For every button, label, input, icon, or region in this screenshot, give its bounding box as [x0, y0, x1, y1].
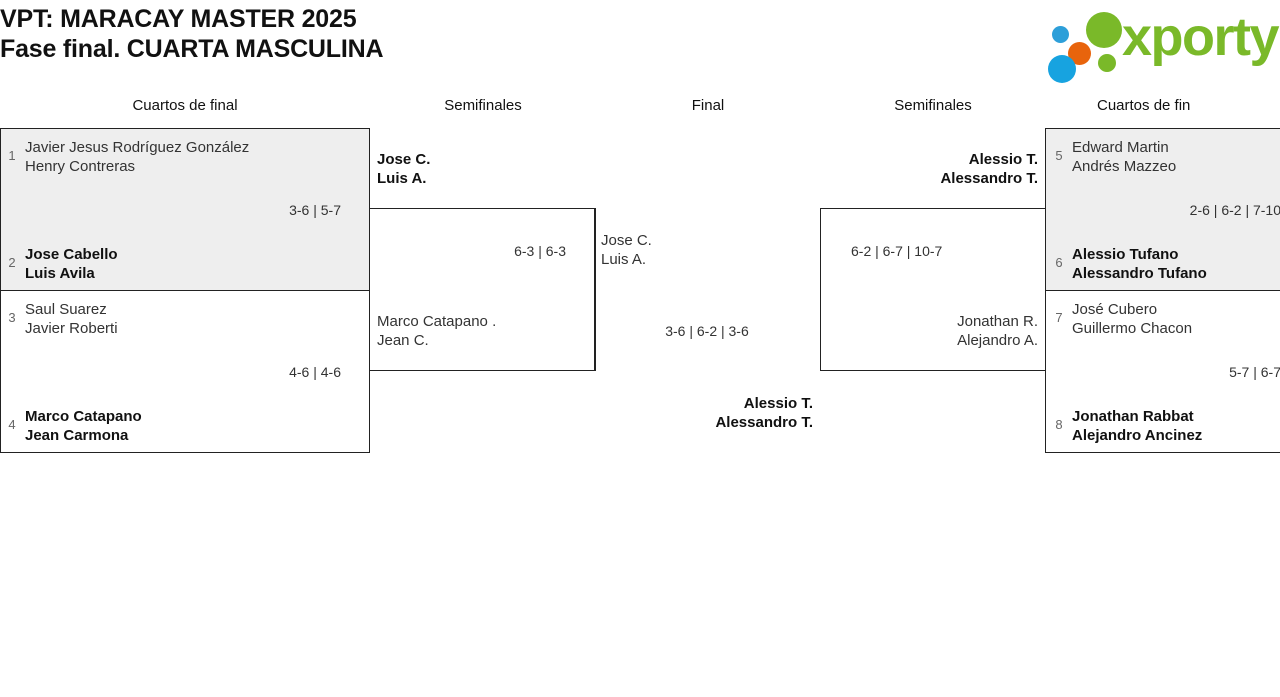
- team-name: Jose C.: [377, 151, 431, 168]
- seed-number: 4: [8, 417, 16, 432]
- match-score: 3-6 | 6-2 | 3-6: [665, 323, 749, 339]
- match-score: 3-6 | 5-7: [289, 202, 341, 218]
- match-score: 6-3 | 6-3: [514, 243, 566, 259]
- seed-number: 8: [1055, 417, 1063, 432]
- team-name: Alessio T.: [968, 151, 1038, 168]
- match-score: 4-6 | 4-6: [289, 364, 341, 380]
- team-name: Jean C.: [377, 332, 429, 349]
- tournament-phase: Fase final. CUARTA MASCULINA: [0, 35, 384, 63]
- team-name: Jean Carmona: [25, 427, 129, 444]
- logo-dot-green-small: [1098, 54, 1116, 72]
- seed-number: 6: [1055, 255, 1063, 270]
- match-box-qf4[interactable]: 7 José Cubero Guillermo Chacon 5-7 | 6-7…: [1045, 290, 1280, 453]
- match-box-qf1[interactable]: 1 Javier Jesus Rodríguez González Henry …: [0, 128, 370, 291]
- match-score: 6-2 | 6-7 | 10-7: [851, 243, 943, 259]
- team-name: Alejandro Ancinez: [1072, 427, 1203, 444]
- team-name: Jose C.: [601, 232, 652, 249]
- team-name: Andrés Mazzeo: [1072, 158, 1177, 175]
- round-header-semifinals-left: Semifinales: [444, 97, 522, 114]
- seed-number: 1: [8, 148, 16, 163]
- logo-wordmark: xporty: [1122, 7, 1280, 67]
- team-name: Marco Catapano: [25, 408, 142, 425]
- logo-dot-blue-large: [1048, 55, 1076, 83]
- match-box-qf2[interactable]: 3 Saul Suarez Javier Roberti 4-6 | 4-6 4…: [0, 290, 370, 453]
- tournament-name: VPT: MARACAY MASTER 2025: [0, 5, 357, 33]
- team-name: Alessandro T.: [940, 170, 1038, 187]
- team-name: Luis A.: [601, 251, 647, 268]
- logo-dot-orange: [1068, 42, 1091, 65]
- tournament-title-block: VPT: MARACAY MASTER 2025 Fase final. CUA…: [0, 0, 900, 64]
- seed-number: 2: [8, 255, 16, 270]
- match-score: 2-6 | 6-2 | 7-10: [1189, 202, 1280, 218]
- team-name: Jose Cabello: [25, 246, 118, 263]
- logo-dots-icon: [1046, 4, 1128, 83]
- team-name: Marco Catapano .: [377, 313, 497, 330]
- page-header: VPT: MARACAY MASTER 2025 Fase final. CUA…: [0, 0, 1280, 88]
- match-score: 5-7 | 6-7: [1229, 364, 1280, 380]
- logo-dot-green-large: [1086, 12, 1122, 48]
- champion-name: Alessio T.: [743, 395, 813, 412]
- team-name: Jonathan Rabbat: [1072, 408, 1194, 425]
- team-name: Henry Contreras: [25, 158, 136, 175]
- team-name: Alejandro A.: [957, 332, 1038, 349]
- seed-number: 7: [1055, 310, 1063, 325]
- round-header-quarterfinals-right: Cuartos de fin: [1097, 97, 1191, 114]
- team-name: Guillermo Chacon: [1072, 320, 1193, 337]
- seed-number: 5: [1055, 148, 1063, 163]
- match-box-semifinal-left[interactable]: 6-3 | 6-3: [369, 208, 595, 371]
- team-name: Javier Jesus Rodríguez González: [25, 139, 250, 156]
- team-name: José Cubero: [1072, 301, 1158, 318]
- team-name: Alessio Tufano: [1072, 246, 1179, 263]
- match-box-qf3[interactable]: 5 Edward Martin Andrés Mazzeo 2-6 | 6-2 …: [1045, 128, 1280, 291]
- team-name: Edward Martin: [1072, 139, 1169, 156]
- logo-dot-blue-small: [1052, 26, 1069, 43]
- team-name: Luis Avila: [25, 265, 95, 282]
- xporty-logo[interactable]: xporty: [1046, 4, 1280, 83]
- champion-name: Alessandro T.: [715, 414, 813, 431]
- team-name: Luis A.: [377, 170, 427, 187]
- team-name: Alessandro Tufano: [1072, 265, 1207, 282]
- team-name: Javier Roberti: [25, 320, 118, 337]
- round-header-final: Final: [691, 97, 725, 114]
- team-name: Saul Suarez: [25, 301, 107, 318]
- connector-final-left: [595, 208, 596, 371]
- round-header-semifinals-right: Semifinales: [894, 97, 972, 114]
- round-header-quarterfinals-left: Cuartos de final: [132, 97, 238, 114]
- team-name: Jonathan R.: [957, 313, 1038, 330]
- seed-number: 3: [8, 310, 16, 325]
